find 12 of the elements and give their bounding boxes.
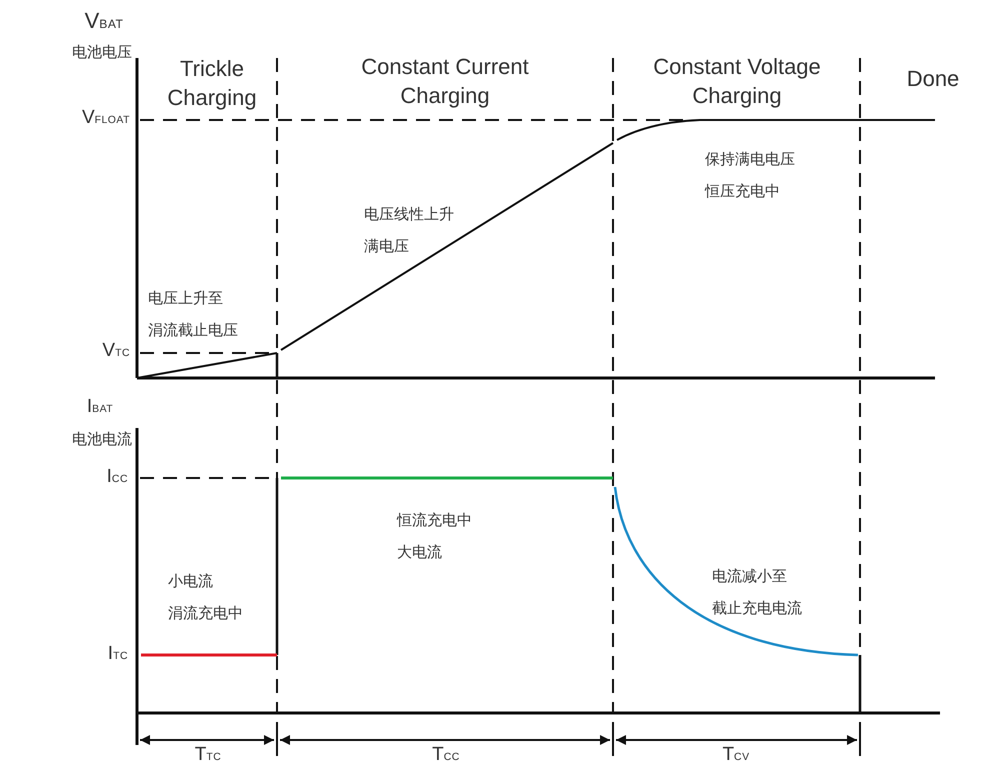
axis-title: 电池电压	[72, 42, 132, 63]
annotation-text: 电流减小至截止充电电流	[712, 566, 802, 619]
phase-label: Constant Current Charging	[360, 53, 530, 110]
annotation-text: 电压上升至涓流截止电压	[148, 288, 238, 341]
annotation-text: 小电流涓流充电中	[168, 571, 243, 624]
phase-label: Trickle Charging	[166, 55, 258, 112]
phase-label: Constant Voltage Charging	[652, 53, 822, 110]
annotation-text: 恒流充电中大电流	[397, 510, 472, 563]
annotation-text: 保持满电电压恒压充电中	[705, 149, 795, 202]
phase-label: Done	[906, 66, 960, 92]
axis-title: 电池电流	[72, 429, 132, 450]
annotation-text: 电压线性上升满电压	[364, 204, 454, 257]
